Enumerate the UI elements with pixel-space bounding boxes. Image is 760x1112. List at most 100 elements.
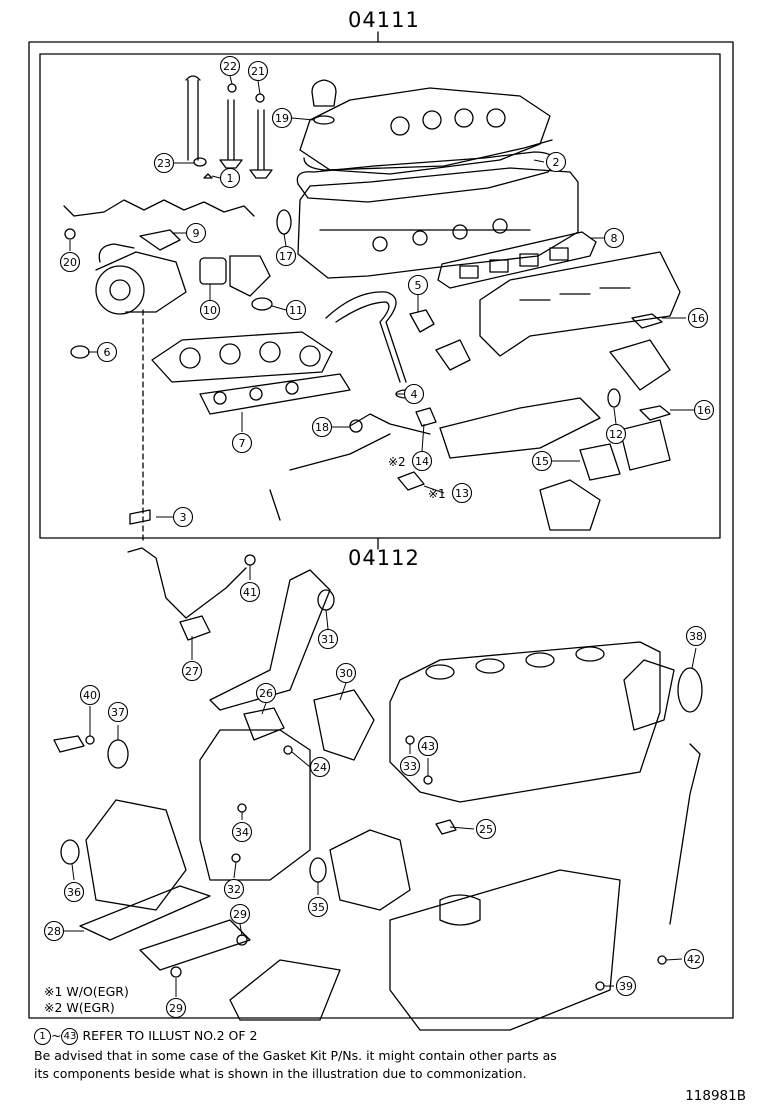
seal-23 [193,157,207,167]
callout-7: 7 [231,432,253,454]
callout-circle [199,299,221,321]
callout-circle [153,152,175,174]
callout-label: 7 [239,437,246,450]
gasket-13 [397,471,425,491]
gasket-20 [64,228,76,240]
illustration-code: 118981B [685,1088,746,1104]
callout-circle [275,245,297,267]
callout-circle [451,482,473,504]
callout-label: 33 [403,760,417,773]
callout-circle [683,948,705,970]
advice-line-1: Be advised that in some case of the Gask… [34,1048,557,1063]
callout-19: 19 [271,107,293,129]
callout-label: 21 [251,65,265,78]
callout-circle [685,625,707,647]
callout-24: 24 [309,756,331,778]
callout-37: 37 [107,701,129,723]
callout-label: 16 [697,404,711,417]
callout-label: 11 [289,304,303,317]
egr-marker: ※2 [388,455,406,469]
callout-36: 36 [63,881,85,903]
valves [185,75,273,179]
callout-4: 4 [403,383,425,405]
water-pump [313,689,375,761]
gasket-6 [70,345,90,359]
callout-circle [185,222,207,244]
callout-41: 41 [239,581,261,603]
callout-33: 33 [399,755,421,777]
callout-circle [403,383,425,405]
intake-manifold [479,251,681,357]
oil-seal-39 [677,667,703,713]
callout-label: 4 [411,388,418,401]
callout-label: 9 [193,227,200,240]
callout-circle [545,151,567,173]
oil-pan [389,869,621,1031]
callout-label: 35 [311,901,325,914]
callout-40: 40 [79,684,101,706]
callout-label: 31 [321,633,335,646]
callout-label: 15 [535,455,549,468]
timing-case [199,729,311,881]
gasket-11 [251,297,273,311]
callout-label: 3 [180,511,187,524]
callout-circle [285,299,307,321]
callout-circle [307,896,329,918]
callout-label: 1 [227,172,234,185]
callout-label: 24 [313,761,327,774]
callout-30: 30 [335,662,357,684]
callout-16: 16 [687,307,709,329]
callout-circle [317,628,339,650]
callout-circle [271,107,293,129]
water-bypass-pipe [325,291,407,383]
callout-circle [231,821,253,843]
no-egr-marker: ※1 [428,487,446,501]
gasket-18 [349,419,363,433]
callout-29: 29 [165,997,187,1019]
gasket-3 [129,509,151,525]
ring-36 [309,857,327,883]
gasket-26 [243,707,285,741]
sensor [53,735,85,753]
callout-21: 21 [247,60,269,82]
callout-circle [229,903,251,925]
callout-13: 13 [451,482,473,504]
callout-16: 16 [693,399,715,421]
callout-circle [407,274,429,296]
callout-label: 38 [689,630,703,643]
callout-label: 36 [67,886,81,899]
callout-circle [219,55,241,77]
ring-17 [276,209,292,235]
callout-label: 37 [111,706,125,719]
range-tilde: ~ [51,1028,62,1043]
callout-circle [411,450,433,472]
plug-22 [227,83,237,93]
advice-line-2: its components beside what is shown in t… [34,1066,527,1081]
gasket-10 [199,257,227,285]
leader-lines [64,75,697,997]
callout-circle [309,756,331,778]
callout-label: 43 [421,740,435,753]
gasket-27 [179,615,211,641]
callout-34: 34 [231,821,253,843]
callout-circle [59,251,81,273]
callout-label: 17 [279,250,293,263]
callout-14: 14 [411,450,433,472]
gasket-29b [170,966,182,978]
callout-17: 17 [275,245,297,267]
callout-label: 6 [104,346,111,359]
callout-26: 26 [255,682,277,704]
callout-6: 6 [96,341,118,363]
callout-27: 27 [181,660,203,682]
cylinder-head [297,167,579,279]
callout-label: 32 [227,883,241,896]
callout-circle [231,432,253,454]
callout-label: 42 [687,953,701,966]
oil-cooler [139,919,251,971]
callout-label: 40 [83,689,97,702]
oil-pump [229,959,341,1021]
gasket-16b [639,405,671,421]
callout-22: 22 [219,55,241,77]
